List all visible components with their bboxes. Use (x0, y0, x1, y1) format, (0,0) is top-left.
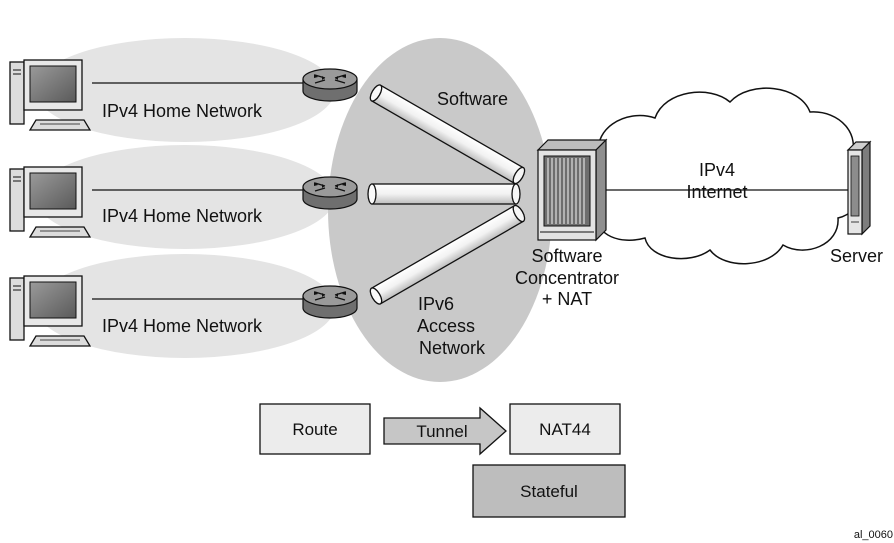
legend-route-label: Route (292, 420, 337, 439)
legend-tunnel-arrow (383, 406, 507, 456)
internet-label-line2: Internet (686, 182, 747, 202)
legend-route-box (259, 403, 371, 455)
tunnel-tube-2 (367, 183, 521, 205)
internet-label-line1: IPv4 (699, 160, 735, 180)
home-network-label-3: IPv4 Home Network (102, 316, 263, 336)
home-network-2 (35, 145, 335, 249)
legend-tunnel-label: Tunnel (416, 422, 467, 441)
pc-icon (9, 275, 91, 347)
router-icon (302, 176, 358, 210)
concentrator-label-line2: Concentrator (515, 268, 619, 288)
pc-icon (9, 59, 91, 131)
legend-nat-label: NAT44 (539, 420, 591, 439)
concentrator-label-line3: + NAT (542, 289, 592, 309)
home-network-1 (35, 38, 335, 142)
home-network-3 (35, 254, 335, 358)
concentrator-label-line1: Software (531, 246, 602, 266)
server-label: Server (830, 246, 883, 266)
legend-nat-box (509, 403, 621, 455)
tunnel-label: Software (437, 89, 508, 109)
access-network-label-line2: Access (417, 316, 475, 336)
tunnel-tube-3 (369, 204, 526, 305)
home-network-label-2: IPv4 Home Network (102, 206, 263, 226)
legend-stateful-box (472, 464, 626, 518)
router-icon (302, 285, 358, 319)
concentrator-icon (536, 138, 608, 242)
server-icon (846, 140, 872, 236)
tunnel-tube-1 (369, 84, 526, 185)
router-icon (302, 68, 358, 102)
access-network-label-line3: Network (419, 338, 486, 358)
pc-icon (9, 166, 91, 238)
home-network-label-1: IPv4 Home Network (102, 101, 263, 121)
figure-id: al_0060 (854, 529, 893, 541)
access-network-label-line1: IPv6 (418, 294, 454, 314)
legend-stateful-label: Stateful (520, 482, 578, 501)
